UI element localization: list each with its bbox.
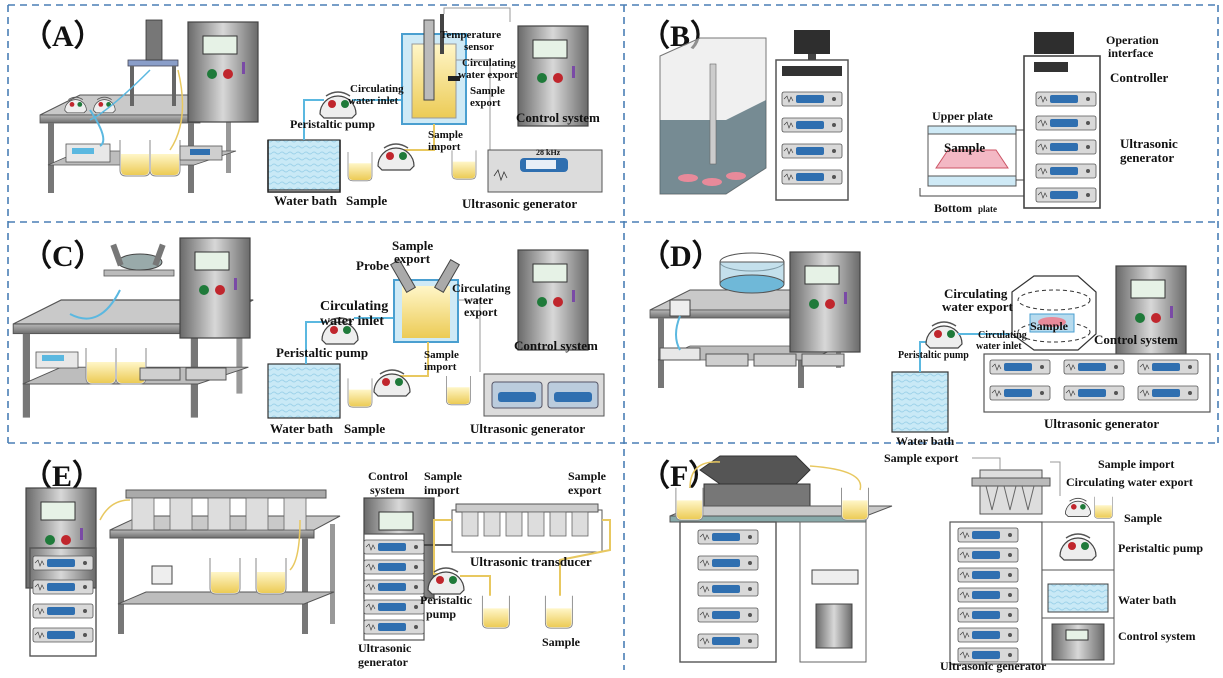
label-circulating-export-a-2: water export xyxy=(458,69,518,81)
label-sample-a: Sample xyxy=(346,193,387,208)
label-ultrasonic-e: Ultrasonic xyxy=(358,641,412,655)
label-ultrasonic-transducer-e: Ultrasonic transducer xyxy=(470,554,592,569)
label-temperature-sensor-a: Temperature xyxy=(440,29,501,41)
label-sample-import-c-2: import xyxy=(424,361,457,373)
panel-c-apparatus xyxy=(12,237,254,419)
label-circulating-export-d-2: water export xyxy=(942,299,1014,314)
water-bath-a xyxy=(267,139,341,191)
label-operation-b-2: interface xyxy=(1108,46,1154,60)
label-peristaltic-pump-f: Peristaltic pump xyxy=(1118,541,1203,555)
panel-e-apparatus xyxy=(25,487,341,657)
label-water-bath-c: Water bath xyxy=(270,421,334,436)
label-sample-e: Sample xyxy=(542,635,581,649)
panel-d-apparatus xyxy=(649,251,861,389)
label-sample-export-a: Sample xyxy=(470,85,505,97)
label-control-e-2: system xyxy=(370,483,405,497)
label-circulating-export-c-3: export xyxy=(464,305,497,319)
label-bottom-plate-b: Bottom xyxy=(934,201,972,215)
label-peristaltic-e: Peristaltic xyxy=(420,593,473,607)
panel-a: （A） xyxy=(22,7,603,211)
label-circulating-inlet-c: Circulating xyxy=(320,299,388,314)
label-peristaltic-pump-d: Peristaltic pump xyxy=(898,350,969,361)
label-upper-plate-b: Upper plate xyxy=(932,109,993,123)
label-sample-export-e-2: export xyxy=(568,483,601,497)
label-water-bath-f: Water bath xyxy=(1118,593,1176,607)
label-circulating-export-a: Circulating xyxy=(462,57,516,69)
label-sample-export-c-2: export xyxy=(394,251,431,266)
panel-d: （D） Circ xyxy=(640,239,1211,448)
label-sample-import-c: Sample xyxy=(424,349,459,361)
label-sample-b: Sample xyxy=(944,140,985,155)
label-water-bath-a: Water bath xyxy=(274,193,338,208)
label-control-system-f: Control system xyxy=(1118,629,1195,643)
panel-e-letter: （E） xyxy=(22,459,102,493)
label-circulating-inlet-a: Circulating xyxy=(350,83,404,95)
label-sample-import-a: Sample xyxy=(428,129,463,141)
panel-d-schematic xyxy=(891,265,1211,433)
label-probe-c: Probe xyxy=(356,258,389,273)
panel-f-schematic xyxy=(949,457,1115,665)
label-controller-b: Controller xyxy=(1110,70,1168,85)
label-sample-d: Sample xyxy=(1030,319,1069,333)
label-sample-export-e: Sample xyxy=(568,469,607,483)
panel-dividers xyxy=(7,4,1219,670)
panel-c: （C） xyxy=(12,237,605,436)
label-sample-c: Sample xyxy=(344,421,385,436)
label-control-system-c: Control system xyxy=(514,338,598,353)
label-sample-import-e: Sample xyxy=(424,469,463,483)
label-ultrasonic-generator-d: Ultrasonic generator xyxy=(1044,416,1159,431)
label-ultrasonic-b-2: generator xyxy=(1120,150,1174,165)
label-peristaltic-e-2: pump xyxy=(426,607,456,621)
label-circulating-export-d: Circulating xyxy=(944,286,1008,301)
label-control-system-d: Control system xyxy=(1094,332,1178,347)
label-peristaltic-pump-c: Peristaltic pump xyxy=(276,345,368,360)
label-circulating-inlet-c-2: water inlet xyxy=(320,314,384,329)
label-circulating-inlet-d: Circulating xyxy=(978,330,1027,341)
panel-b: （B） xyxy=(640,19,1178,215)
label-sample-import-e-2: import xyxy=(424,483,459,497)
label-ultrasonic-generator-a: Ultrasonic generator xyxy=(462,196,577,211)
label-sample-f: Sample xyxy=(1124,511,1163,525)
label-sample-export-c: Sample xyxy=(392,238,433,253)
panel-b-schematic xyxy=(919,32,1101,209)
label-water-bath-d: Water bath xyxy=(896,434,954,448)
panel-a-letter: （A） xyxy=(22,19,104,53)
panel-c-schematic xyxy=(267,249,605,419)
label-frequency-a: 28 kHz xyxy=(536,148,561,157)
panel-e-schematic xyxy=(363,497,611,641)
panel-d-letter: （D） xyxy=(640,239,722,273)
label-sample-export-a-2: export xyxy=(470,97,501,109)
label-peristaltic-pump-a: Peristaltic pump xyxy=(290,117,375,131)
label-ultrasonic-b: Ultrasonic xyxy=(1120,136,1178,151)
label-sample-import-a-2: import xyxy=(428,141,461,153)
label-control-system-a: Control system xyxy=(516,110,600,125)
label-circulating-inlet-d-2: water inlet xyxy=(976,341,1022,352)
label-sample-export-f: Sample export xyxy=(884,451,958,465)
label-control-e: Control xyxy=(368,469,408,483)
label-ultrasonic-generator-c: Ultrasonic generator xyxy=(470,421,585,436)
label-ultrasonic-e-2: generator xyxy=(358,655,409,669)
label-circulating-export-f: Circulating water export xyxy=(1066,475,1193,489)
label-operation-b: Operation xyxy=(1106,33,1159,47)
panel-b-apparatus xyxy=(659,30,849,201)
panel-c-letter: （C） xyxy=(22,239,104,273)
label-circulating-inlet-a-2: water inlet xyxy=(348,95,399,107)
label-ultrasonic-generator-f: Ultrasonic generator xyxy=(940,659,1047,673)
panel-a-apparatus xyxy=(39,19,259,194)
label-sample-import-f: Sample import xyxy=(1098,457,1174,471)
label-bottom-plate-b-2: plate xyxy=(978,204,997,214)
label-circulating-export-c: Circulating xyxy=(452,281,510,295)
panel-f-apparatus xyxy=(669,455,893,663)
label-temperature-sensor-a-2: sensor xyxy=(464,41,494,53)
label-circulating-export-c-2: water xyxy=(464,293,494,307)
panel-e: （E） xyxy=(22,459,611,669)
panel-f: （F） xyxy=(640,451,1203,673)
panel-a-schematic xyxy=(267,7,603,193)
